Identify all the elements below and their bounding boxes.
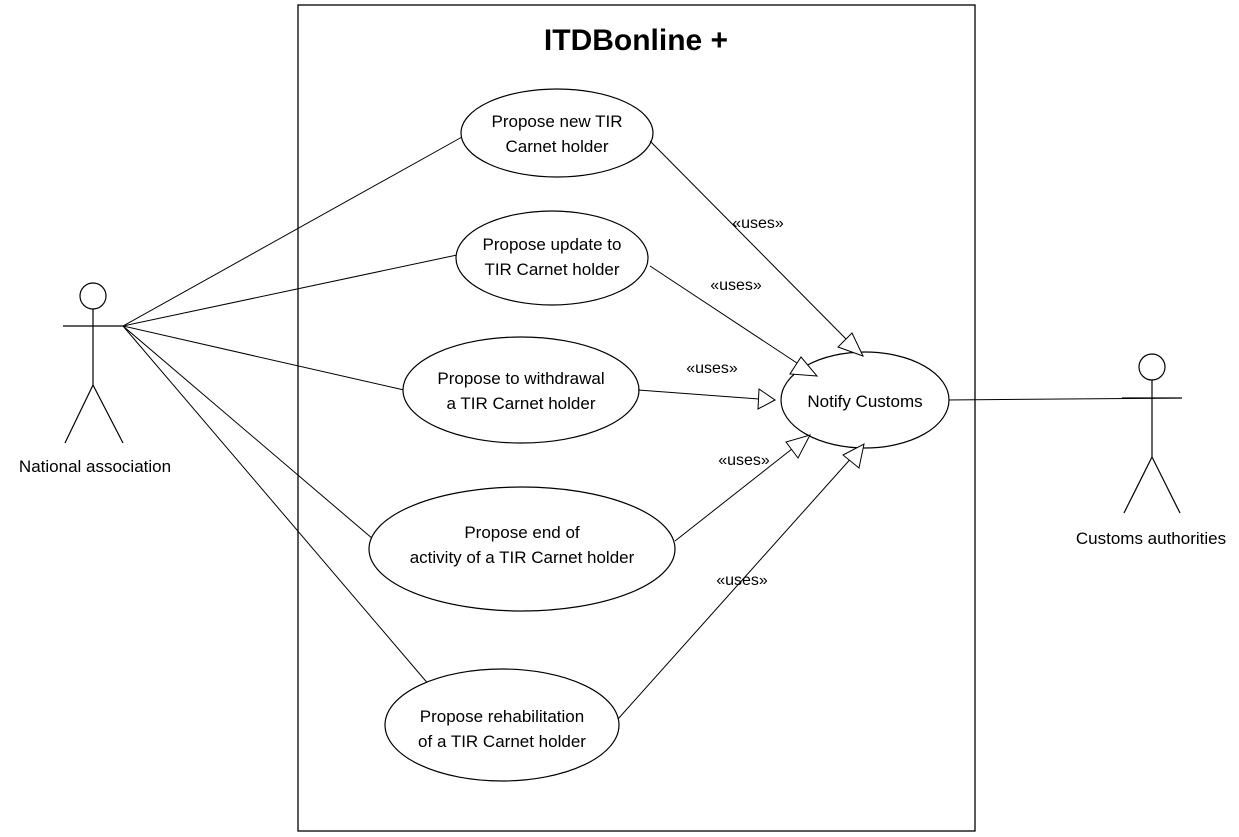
use-case-label: Notify Customs — [807, 392, 922, 411]
uses-line — [649, 265, 807, 370]
actor-head — [1138, 353, 1166, 381]
use-case-label: Propose end of — [464, 523, 580, 542]
use-case-notify-customs — [780, 351, 950, 449]
uses-line — [637, 389, 760, 400]
use-case-propose-withdrawal — [402, 336, 640, 444]
use-case-propose-end-of-activity — [368, 486, 676, 612]
use-case-label: activity of a TIR Carnet holder — [410, 548, 635, 567]
uses-arrowhead — [789, 356, 819, 377]
actor-head — [79, 282, 107, 310]
system-boundary — [297, 4, 976, 832]
association-line-customs — [945, 397, 1183, 401]
use-case-propose-new-holder — [460, 88, 654, 178]
association-line — [122, 325, 381, 546]
actor-customs-authorities — [1122, 353, 1182, 514]
use-case-label: a TIR Carnet holder — [447, 394, 596, 413]
use-case-propose-update — [455, 210, 649, 306]
association-line — [122, 136, 463, 327]
use-case-label: Propose rehabilitation — [420, 707, 584, 726]
use-case-propose-rehabilitation — [384, 668, 620, 782]
association-line — [122, 325, 431, 687]
use-case-label: Propose update to — [483, 235, 622, 254]
uses-arrowhead — [842, 443, 865, 469]
use-case-label: of a TIR Carnet holder — [418, 732, 586, 751]
uses-line — [617, 454, 855, 720]
uses-line — [674, 444, 798, 542]
use-case-label: TIR Carnet holder — [484, 260, 619, 279]
uses-label: «uses» — [710, 277, 762, 294]
actor-right-leg — [92, 384, 124, 444]
uses-label: «uses» — [718, 452, 770, 469]
uses-arrowhead — [785, 434, 811, 459]
uses-line — [649, 140, 853, 346]
uses-relationships — [617, 140, 865, 720]
actor-left-leg — [64, 384, 94, 444]
uses-arrowhead — [837, 332, 864, 357]
uses-label: «uses» — [686, 360, 738, 377]
uses-arrowhead — [757, 388, 776, 410]
system-title: ITDBonline + — [544, 24, 728, 57]
actor-label-customs-authorities: Customs authorities — [1076, 529, 1226, 548]
use-case-label: Carnet holder — [505, 137, 608, 156]
actor-right-leg — [1151, 456, 1181, 514]
association-line — [122, 325, 405, 391]
use-case-label: Propose new TIR — [491, 112, 622, 131]
actor-label-national-association: National association — [19, 457, 171, 476]
uses-label: «uses» — [716, 572, 768, 589]
actor-national-association — [63, 282, 124, 444]
use-case-label: Propose to withdrawal — [437, 369, 604, 388]
uses-label: «uses» — [732, 215, 784, 232]
association-line — [122, 254, 458, 327]
actor-left-leg — [1123, 456, 1153, 514]
associations-national — [122, 136, 463, 687]
